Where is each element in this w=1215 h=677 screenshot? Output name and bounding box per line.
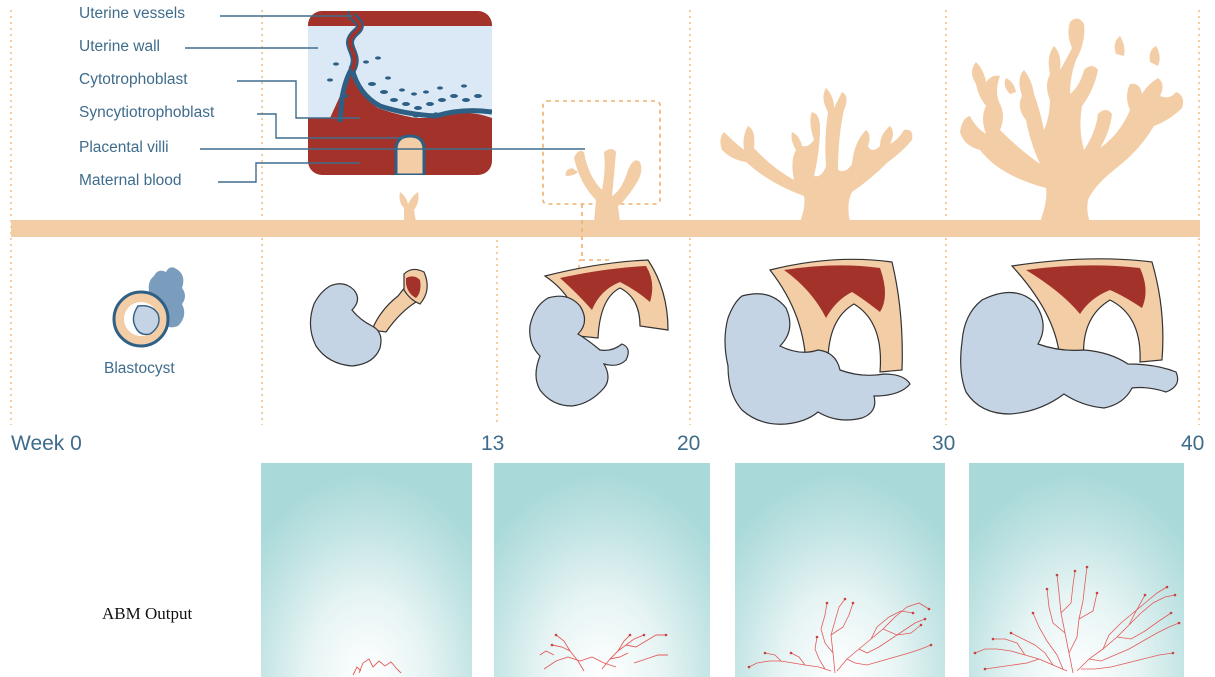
timeline-week-13: 13	[481, 432, 504, 456]
abm-branches-week20	[494, 463, 710, 677]
label-maternal-blood: Maternal blood	[79, 172, 182, 190]
label-uterine-wall: Uterine wall	[79, 38, 160, 56]
villi-week13	[400, 192, 419, 222]
timeline-week-30: 30	[932, 432, 955, 456]
label-abm-output: ABM Output	[102, 604, 192, 624]
label-placental-villi: Placental villi	[79, 139, 169, 157]
villi-week40	[960, 18, 1183, 222]
villi-week20	[566, 149, 642, 222]
timeline-week-40: 40	[1181, 432, 1204, 456]
uterine-inset	[308, 11, 492, 175]
abm-panel-week20	[494, 463, 710, 677]
label-syncytiotrophoblast: Syncytiotrophoblast	[79, 104, 214, 122]
fetus-week13	[310, 269, 427, 366]
abm-branches-week30	[735, 463, 945, 677]
abm-panel-week40	[969, 463, 1184, 677]
fetus-week40	[961, 259, 1178, 414]
fetus-week30	[725, 259, 910, 424]
abm-panel-week13	[261, 463, 472, 677]
abm-branches-week40	[969, 463, 1184, 677]
timeline-week-20: 20	[677, 432, 700, 456]
abm-panel-week30	[735, 463, 945, 677]
fetus-week20	[530, 260, 668, 406]
label-blastocyst: Blastocyst	[104, 360, 175, 378]
villi-week30	[720, 88, 912, 222]
uterine-wall-band	[11, 220, 1200, 237]
abm-branches-week13	[261, 463, 472, 677]
label-uterine-vessels: Uterine vessels	[79, 5, 185, 23]
timeline-week-0: Week 0	[11, 432, 82, 456]
label-cytotrophoblast: Cytotrophoblast	[79, 71, 188, 89]
blastocyst-figure	[114, 267, 185, 346]
